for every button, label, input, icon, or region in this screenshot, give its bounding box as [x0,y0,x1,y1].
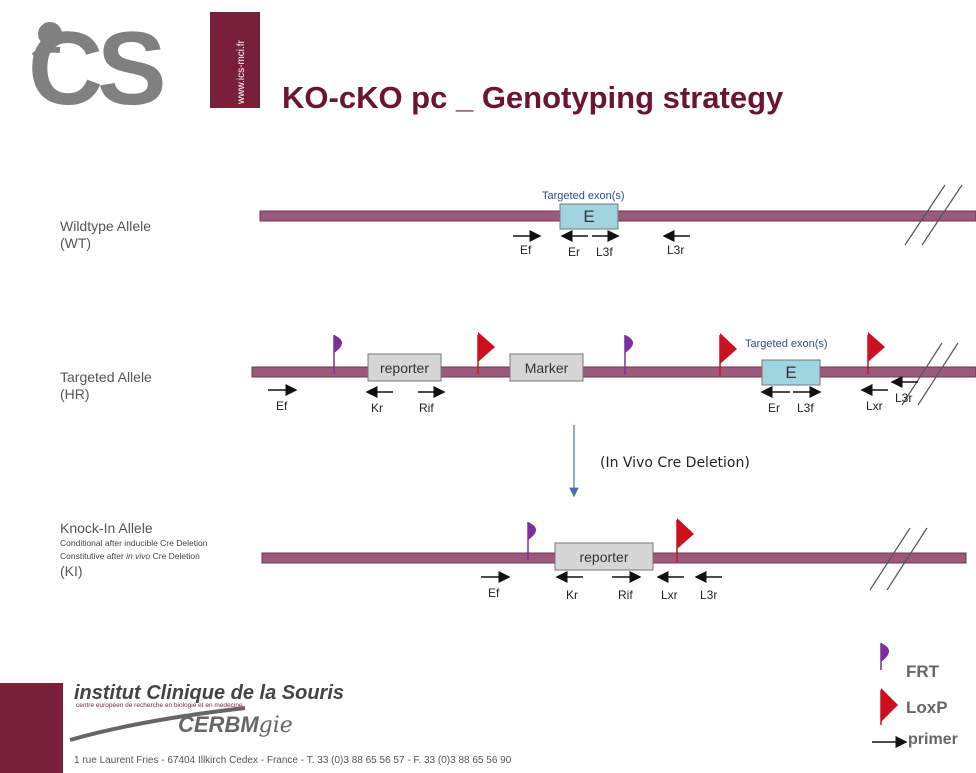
legend-frt-label: FRT [906,662,940,681]
ics-logo: CS [28,11,169,120]
wt-allele-code: (WT) [60,235,92,251]
hr-primer-lxr: Lxr [866,399,883,413]
hr-primer-ef: Ef [276,399,288,413]
footer-institute-name: institut Clinique de la Souris [74,682,345,704]
wt-exon-label: E [583,206,595,226]
hr-targeted-exon-label: Targeted exon(s) [745,338,828,350]
legend-frt-icon [880,643,889,670]
ki-break-icon [869,527,928,591]
hr-reporter-label: reporter [379,359,430,376]
footer-cerbm-text: CERBM [178,712,259,737]
footer-gie-text: gie [258,713,293,738]
ki-primer-rif: Rif [618,588,633,602]
legend-primer-label: primer [908,731,958,748]
ki-allele-label: Knock-In Allele Conditional after induci… [60,520,207,580]
footer-subtitle: centre européen de recherche en biologie… [76,702,243,709]
hr-allele-code: (HR) [60,386,90,402]
footer-address: 1 rue Laurent Fries - 67404 Illkirch Ced… [74,755,512,766]
wt-allele-name: Wildtype Allele [60,218,152,234]
hr-break-icon [901,342,959,406]
page-title: KO-cKO pc _ Genotyping strategy [282,80,784,115]
footer-logo-block [0,683,63,773]
hr-marker-box [509,353,584,382]
footer-swoosh [69,706,246,742]
ki-reporter-label: reporter [579,548,629,565]
legend-loxp-label: LoxP [906,698,948,717]
hr-reporter-box [367,353,442,382]
ki-allele-name: Knock-In Allele [60,520,153,536]
hr-dna-line [251,366,976,378]
wt-primer-l3r: L3r [667,243,685,257]
hr-frt-icon-2 [624,335,633,374]
wt-break-icon [904,184,963,246]
legend-loxp-icon [880,688,898,725]
hr-loxp-icon-1 [477,332,495,374]
wt-primer-l3f: L3f [596,245,613,259]
footer-cerbm: CERBMgie [178,712,293,738]
wt-primer-ef: Ef [520,243,532,257]
hr-exon-label: E [785,362,797,382]
hr-primer-rif: Rif [419,401,434,415]
wt-exon-box [559,203,619,230]
ki-allele-note-constitutive: Constitutive after in vivo Cre Deletion [60,550,207,563]
ki-allele-code: (KI) [60,563,83,579]
hr-primer-l3f: L3f [797,401,814,415]
ki-loxp-icon [676,518,694,562]
wt-primer-er: Er [568,245,580,259]
hr-allele-name: Targeted Allele [60,369,152,385]
hr-primer-l3r: L3r [895,391,913,405]
ki-primer-ef: Ef [488,586,500,600]
ki-frt-icon [527,522,536,560]
hr-frt-icon-1 [333,335,342,374]
ki-note-em: in vivo [126,551,151,561]
hr-loxp-icon-3 [867,332,885,374]
ki-primer-kr: Kr [566,588,578,602]
ki-note-post: Cre Deletion [150,551,200,561]
hr-allele-label: Targeted Allele (HR) [60,369,152,403]
hr-primer-kr: Kr [371,401,383,415]
hr-loxp-icon-2 [719,333,737,376]
wt-allele-label: Wildtype Allele (WT) [60,218,151,252]
ki-primer-lxr: Lxr [661,588,678,602]
wt-targeted-exon-label: Targeted exon(s) [542,190,625,202]
ki-primer-l3r: L3r [700,588,718,602]
hr-primer-er: Er [768,401,780,415]
deletion-label: (In Vivo Cre Deletion) [600,455,750,471]
logo-url-box [210,12,260,108]
hr-marker-label: Marker [524,359,569,376]
ki-reporter-box [554,542,654,571]
ki-note-pre: Constitutive after [60,551,127,561]
ki-allele-note-conditional: Conditional after inducible Cre Deletion [60,538,208,548]
hr-exon-box [761,359,821,386]
